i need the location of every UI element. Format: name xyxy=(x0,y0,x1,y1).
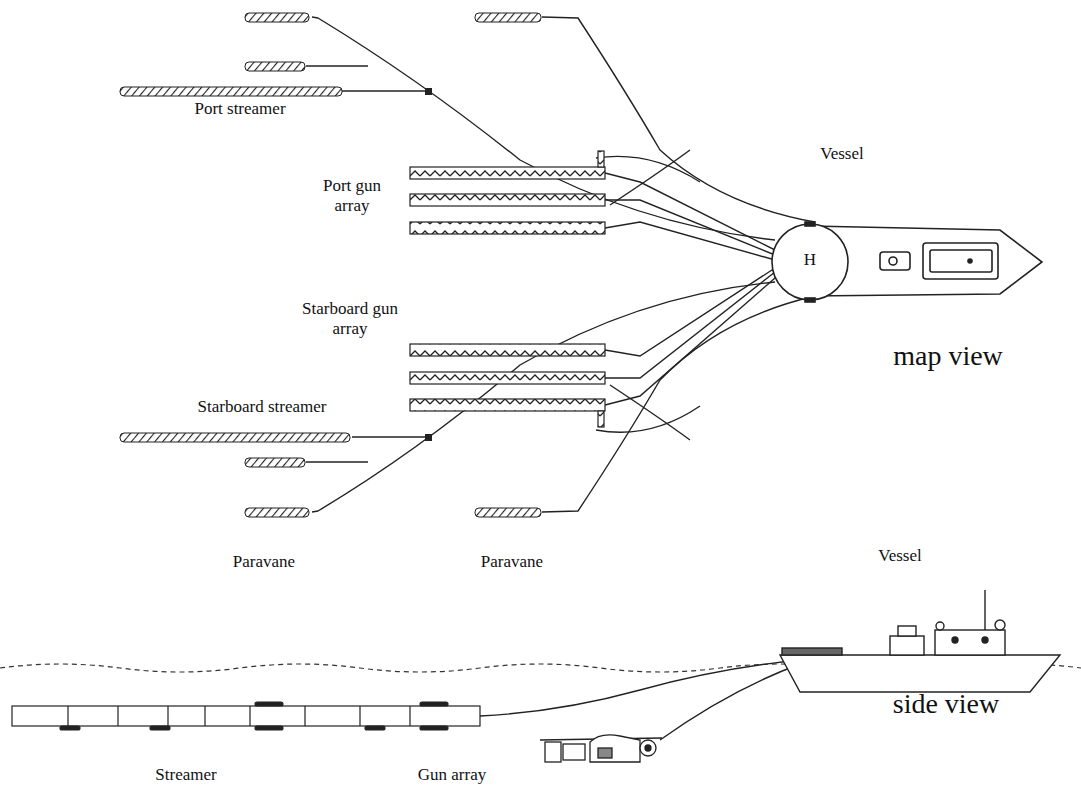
vessel-side xyxy=(952,637,958,643)
tow-lines xyxy=(542,17,815,222)
streamer-symbol xyxy=(120,433,350,442)
tow-lines xyxy=(605,200,775,255)
vessel-side xyxy=(984,590,985,630)
tow-lines xyxy=(605,272,775,378)
tow-lines xyxy=(610,150,690,205)
gun-array-symbol xyxy=(410,372,605,384)
vessel-side xyxy=(936,622,944,630)
streamer-side xyxy=(255,702,283,706)
vessel-side xyxy=(995,620,1005,630)
streamer-side xyxy=(60,726,80,730)
gun-array-side xyxy=(540,735,662,762)
vessel-side xyxy=(780,655,1060,692)
tow-lines xyxy=(605,268,775,356)
streamer-side xyxy=(68,706,410,726)
streamer-symbol xyxy=(120,13,541,517)
gun-array-side xyxy=(545,742,561,762)
tow-lines xyxy=(306,65,368,66)
gun-array-side xyxy=(598,748,612,758)
vessel-side xyxy=(890,636,924,655)
streamer-symbol xyxy=(120,87,342,96)
vessel-side xyxy=(782,648,842,655)
vessel-map xyxy=(889,257,897,265)
gun-array-symbol xyxy=(410,222,605,234)
part-label: Paravane xyxy=(214,552,314,572)
streamer-side xyxy=(150,726,170,730)
gun-array-symbol xyxy=(410,399,605,411)
streamer-side xyxy=(420,726,448,730)
gun-array-symbol xyxy=(410,194,605,206)
vessel-side xyxy=(780,590,1060,692)
view-title: side view xyxy=(871,688,1021,720)
tow-lines xyxy=(605,278,775,405)
streamer-side xyxy=(365,726,385,730)
gun-array-side xyxy=(563,744,585,760)
side-tow-lines xyxy=(480,660,800,740)
part-label: Port gun array xyxy=(308,176,396,215)
vessel-map xyxy=(930,250,992,272)
gun-array-symbol xyxy=(598,151,604,167)
part-label: Gun array xyxy=(397,765,507,785)
vessel-side xyxy=(982,637,988,643)
view-title: map view xyxy=(873,340,1023,372)
part-label: Vessel xyxy=(797,144,887,164)
gun-array-side xyxy=(640,740,656,756)
gun-array-symbol xyxy=(598,411,604,427)
lead-in-blocks xyxy=(425,88,432,441)
tow-lines xyxy=(352,436,428,437)
vessel-map xyxy=(880,252,910,270)
streamer-side xyxy=(255,726,283,730)
vessel-map xyxy=(805,222,815,226)
vessel-map xyxy=(805,298,815,302)
vessel-map xyxy=(968,259,972,263)
part-label: Starboard streamer xyxy=(167,397,357,417)
tow-lines xyxy=(596,156,700,182)
vessel-map xyxy=(772,224,848,300)
gun-array-side xyxy=(645,745,651,751)
side-tow-lines xyxy=(660,664,800,740)
streamer-symbol xyxy=(475,508,541,517)
part-label: Streamer xyxy=(131,765,241,785)
tow-lines xyxy=(306,461,368,462)
gun-array-symbol xyxy=(410,344,605,356)
part-label: Starboard gun array xyxy=(300,299,400,338)
streamer-symbol xyxy=(245,13,309,22)
gun-array-symbol xyxy=(410,167,605,179)
gun-array-side xyxy=(590,735,640,762)
lead-in-blocks xyxy=(425,88,432,95)
part-label: Port streamer xyxy=(160,99,320,119)
side-tow-lines xyxy=(480,660,800,716)
streamer-symbol xyxy=(475,13,541,22)
tow-lines xyxy=(306,17,815,512)
lead-in-blocks xyxy=(425,434,432,441)
deck-mark: H xyxy=(798,250,822,270)
vessel-side xyxy=(898,626,916,636)
part-label: Vessel xyxy=(855,546,945,566)
streamer-symbol xyxy=(245,62,305,71)
part-label: Paravane xyxy=(462,552,562,572)
streamer-symbol xyxy=(245,458,305,467)
streamer-side xyxy=(420,702,448,706)
streamer-symbol xyxy=(245,508,309,517)
vessel-map xyxy=(923,243,998,279)
tow-lines xyxy=(312,17,775,240)
tow-lines xyxy=(342,90,428,91)
tow-lines xyxy=(605,173,775,250)
vessel-map xyxy=(772,222,1042,302)
vessel-side xyxy=(935,630,1005,655)
gun-array-symbol xyxy=(410,151,605,427)
streamer-side xyxy=(60,702,448,730)
tow-lines xyxy=(605,222,775,260)
streamer-side xyxy=(12,706,480,726)
tow-lines xyxy=(610,385,690,440)
streamer-side xyxy=(12,702,480,730)
